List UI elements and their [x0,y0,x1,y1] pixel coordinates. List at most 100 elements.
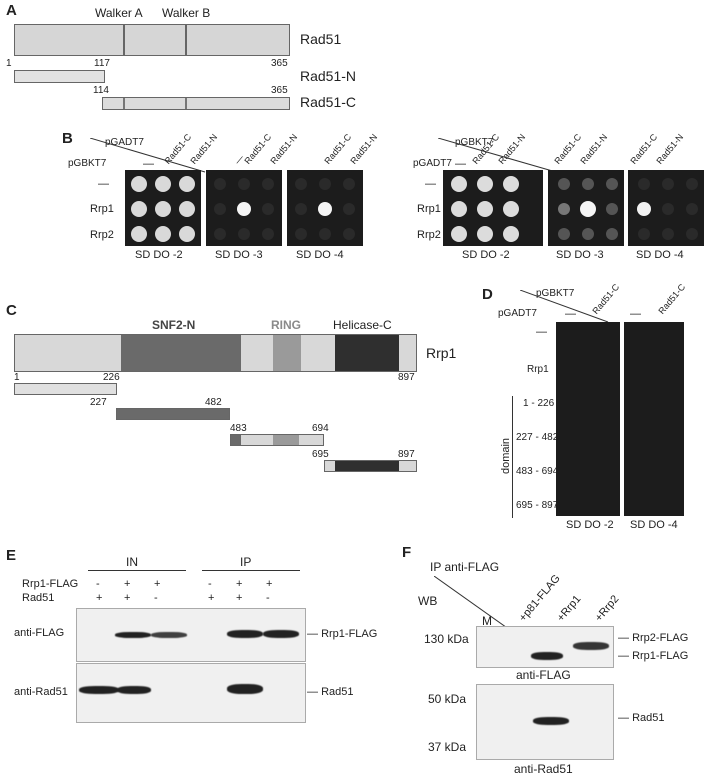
colony-b-left-p1-r1-c3 [179,176,195,192]
colony-b-right-p2-r3-c2 [582,228,594,240]
f-band-rrp1 [531,652,563,660]
b-right-divider [438,138,557,173]
domain-label: domain [500,437,513,475]
colony-b-left-p3-r2-c1 [295,203,307,215]
colony-b-right-p1-r1-c1 [451,176,467,192]
f-130kda: 130 kDa [424,632,469,646]
colony-b-right-p3-r2-c3 [686,203,698,215]
f-rad51-text: Rad51 [632,712,665,724]
f-rrp1-label: — Rrp1-FLAG [618,650,689,662]
d-row5: 483 - 694 [516,466,559,477]
e-ip-line [202,570,300,571]
e-ip-header: IP [240,555,252,569]
e-sign-row2-2: + [124,592,131,604]
colony-b-right-p3-r3-c3 [686,228,698,240]
e-blot-flag [76,608,306,662]
colony-b-right-p1-r2-c2 [477,201,493,217]
rrp1-start: 1 [14,372,20,383]
e-sign-row1-5: + [236,578,243,590]
colony-b-right-p3-r3-c1 [638,228,650,240]
e-band-label-flag-text: Rrp1-FLAG [321,628,378,640]
f-wb-label: WB [418,594,438,608]
rad51-c-start: 114 [93,85,109,96]
frag1-end: 226 [103,372,120,383]
rad51-label: Rad51 [300,31,342,47]
colony-b-left-p1-r3-c3 [179,226,195,242]
f-rrp2-label: — Rrp2-FLAG [618,632,689,644]
b-right-side-vector: pGADT7 [413,158,452,169]
rad51-c-end: 365 [271,85,288,96]
e-sign-row1-1: - [96,578,100,590]
b-right-plate3-label: SD DO -4 [636,249,684,261]
colony-b-left-p1-r3-c2 [155,226,171,242]
walker-b-mark [185,25,187,55]
walker-a-label: Walker A [95,6,143,20]
e-band-flag-lane5 [227,630,263,638]
frag2-start: 227 [90,397,107,408]
panel-a-label: A [6,2,17,19]
b-right-row2: Rrp1 [417,203,441,215]
d-plate-do2 [556,322,620,516]
d-divider [520,290,609,323]
colony-b-right-p1-r3-c1 [451,226,467,242]
f-37kda: 37 kDa [428,740,467,754]
f-divider [434,576,511,631]
rad51-n-end: 117 [94,58,110,69]
helicase-domain [335,335,399,371]
f-blot-flag [476,626,614,668]
e-band-label-flag: — Rrp1-FLAG [307,628,378,640]
b-right-plate1-label: SD DO -2 [462,249,510,261]
rad51-n-label: Rad51-N [300,68,357,84]
b-left-plate2-label: SD DO -3 [215,249,263,261]
d-row6: 695 - 897 [516,500,559,511]
colony-b-right-p2-r3-c3 [606,228,618,240]
b-left-plate1-label: SD DO -2 [135,249,183,261]
colony-b-left-p2-r1-c2 [238,178,250,190]
colony-b-right-p2-r2-c1 [558,203,570,215]
colony-b-right-p1-r3-c2 [477,226,493,242]
d-top-vector: pGBKT7 [536,288,575,299]
colony-b-left-p3-r1-c1 [295,178,307,190]
frag3-snf2-part [231,435,241,445]
colony-b-left-p3-r1-c2 [319,178,331,190]
colony-b-left-p2-r2-c2 [237,202,251,216]
colony-b-right-p2-r1-c1 [558,178,570,190]
f-rad51-label: — Rad51 [618,712,665,724]
rrp1-bar [14,334,417,372]
frag4-end: 897 [398,449,415,460]
frag4-start: 695 [312,449,329,460]
d-row3: 1 - 226 [523,398,555,409]
walker-b-mark-c [185,98,187,109]
e-rrp1flag-row: Rrp1-FLAG [22,578,79,590]
frag3-start: 483 [230,423,247,434]
colony-b-left-p1-r1-c1 [131,176,147,192]
colony-b-right-p1-r2-c3 [503,201,519,217]
d-row2: Rrp1 [527,364,549,375]
colony-b-right-p2-r2-c2 [580,201,596,217]
rad51-n-bar [14,70,105,83]
e-sign-row2-6: - [266,592,270,604]
colony-b-right-p3-r2-c2 [662,203,674,215]
domain-bracket [512,396,513,518]
frag-483-694 [230,434,324,446]
frag4-helicase-part [335,461,399,471]
colony-b-left-p3-r2-c3 [343,203,355,215]
e-sign-row1-4: - [208,578,212,590]
b-right-plate2-label: SD DO -3 [556,249,604,261]
b-left-plate3-label: SD DO -4 [296,249,344,261]
f-rrp1-text: Rrp1-FLAG [632,650,689,662]
e-band-rad51-lane5 [227,684,263,694]
e-band-label-rad51-text: Rad51 [321,686,354,698]
colony-b-right-p1-r2-c1 [451,201,467,217]
e-sign-row2-5: + [236,592,243,604]
colony-b-left-p2-r3-c3 [262,228,274,240]
colony-b-right-p1-r1-c3 [503,176,519,192]
colony-b-right-p1-r1-c2 [477,176,493,192]
colony-b-right-p2-r1-c3 [606,178,618,190]
f-rrp2-text: Rrp2-FLAG [632,632,689,644]
panel-b-label: B [62,130,73,147]
colony-b-right-p2-r1-c2 [582,178,594,190]
e-band-rad51-lane2 [117,686,151,694]
colony-b-left-p3-r3-c1 [295,228,307,240]
f-blot-rad51 [476,684,614,760]
